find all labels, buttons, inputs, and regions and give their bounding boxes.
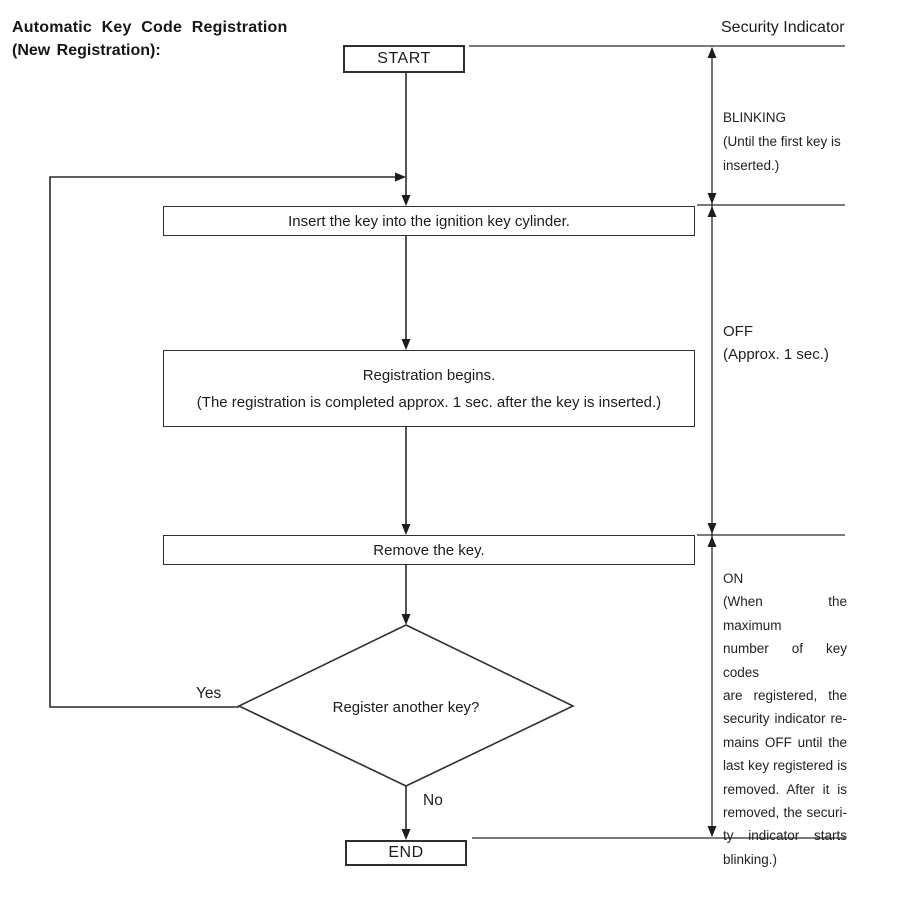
on-line: ty indicator starts [723,828,847,844]
step2-registration-node: Registration begins. (The registration i… [163,350,695,427]
end-node: END [345,840,467,866]
on-line: blinking.) [723,851,778,867]
arrowhead-into-step1 [401,195,411,206]
blinking-state-note: BLINKING (Until the first key is inserte… [723,106,849,178]
page-title-line1: Automatic Key Code Registration [12,19,288,36]
arrowhead-off-top [707,206,717,217]
off-line: OFF [723,323,753,340]
page-title-line2: (New Registration): [12,42,161,59]
arrowhead-on-bottom [707,826,717,837]
on-line: number of key codes [723,641,847,680]
security-indicator-header: Security Indicator [721,19,845,36]
yes-loop-line [49,176,395,708]
decision-question: Register another key? [332,699,480,716]
arrowhead-into-step2 [401,339,411,350]
off-line: (Approx. 1 sec.) [723,346,829,363]
start-node: START [343,45,465,73]
on-line: removed. After it is [723,781,847,797]
blinking-line: BLINKING [723,110,787,125]
page-title: Automatic Key Code Registration (New Reg… [12,16,287,62]
arrowhead-blinking-bottom [707,193,717,204]
arrowhead-into-decision [401,614,411,625]
on-line: last key registered is [723,758,847,774]
yes-branch-label: Yes [196,685,222,702]
step3-remove-key-node: Remove the key. [163,535,695,565]
arrowhead-blinking-top [707,47,717,58]
on-line: removed, the securi- [723,805,847,821]
arrowhead-on-top [707,536,717,547]
on-line: (When the maximum [723,594,847,633]
arrowhead-yes-loop [395,172,406,182]
blinking-line: (Until the first key is [723,134,841,149]
on-line: security indicator re- [723,711,847,727]
step1-insert-key-node: Insert the key into the ignition key cyl… [163,206,695,236]
arrowhead-off-bottom [707,523,717,534]
decision-diamond [237,624,575,787]
step2-line2: (The registration is completed approx. 1… [196,393,662,411]
blinking-line: inserted.) [723,158,780,173]
step2-line1: Registration begins. [362,366,496,384]
off-state-note: OFF (Approx. 1 sec.) [723,320,855,366]
arrowhead-into-step3 [401,524,411,535]
no-branch-label: No [423,792,443,809]
on-line: mains OFF until the [723,734,847,750]
on-line: ON [723,571,744,586]
on-line: are registered, the [723,688,847,704]
on-state-note: ON (When the maximum number of key codes… [723,567,847,871]
arrowhead-into-end [401,829,411,840]
